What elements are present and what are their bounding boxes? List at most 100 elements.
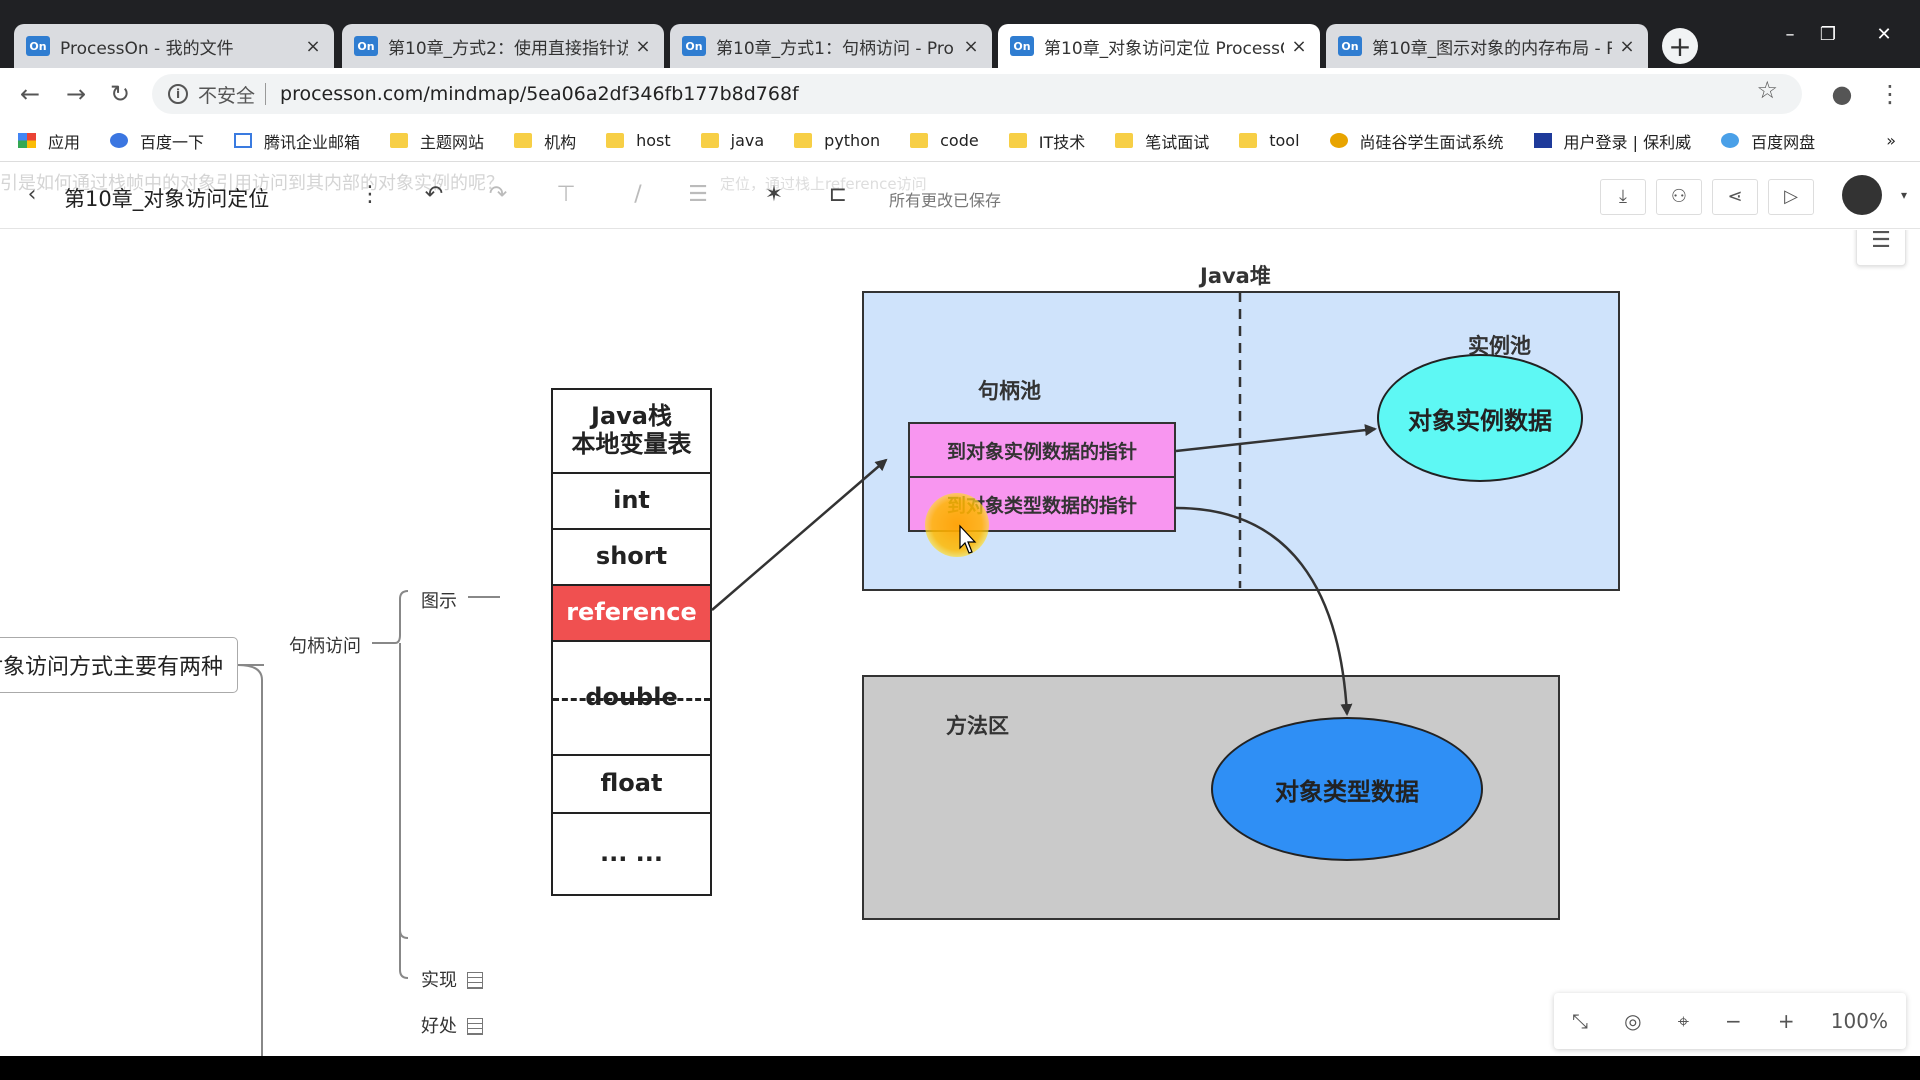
editor-canvas[interactable]: 对象访问方式主要有两种 句柄访问 图示 实现 好处 Java栈 本地变量表 in…: [0, 230, 1920, 1056]
note-icon[interactable]: [467, 972, 483, 989]
stack-slot-reference: reference: [553, 586, 710, 642]
bookmark-folder[interactable]: java: [700, 131, 765, 150]
url-text[interactable]: processon.com/mindmap/5ea06a2df346fb177b…: [280, 83, 799, 105]
mindmap-child-node[interactable]: 图示: [421, 591, 457, 612]
close-icon[interactable]: ×: [305, 35, 321, 57]
bookmark-item[interactable]: 尚硅谷学生面试系统: [1329, 129, 1504, 153]
instance-pointer-cell[interactable]: 到对象实例数据的指针: [908, 422, 1176, 478]
mindmap-child-node[interactable]: 好处: [421, 1012, 483, 1038]
restore-icon[interactable]: ❐: [1819, 24, 1837, 45]
browser-tab[interactable]: On 第10章_方式2：使用直接指针访 ×: [342, 24, 664, 68]
instance-data-ellipse[interactable]: 对象实例数据: [1377, 354, 1583, 482]
security-label: 不安全: [198, 84, 256, 107]
type-data-ellipse[interactable]: 对象类型数据: [1211, 717, 1483, 861]
magic-wand-icon[interactable]: ✶: [764, 182, 784, 207]
bookmark-folder[interactable]: code: [910, 131, 979, 150]
bookmark-item[interactable]: 用户登录 | 保利威: [1533, 129, 1691, 153]
note-icon[interactable]: [467, 1018, 483, 1035]
bookmark-folder[interactable]: 笔试面试: [1115, 129, 1209, 153]
back-arrow-icon[interactable]: ←: [19, 80, 41, 108]
bookmark-label: 笔试面试: [1145, 132, 1210, 152]
root-label: 对象访问方式主要有两种: [0, 655, 223, 680]
processon-favicon-icon: On: [26, 36, 50, 56]
bookmark-folder[interactable]: IT技术: [1008, 129, 1085, 153]
profile-icon[interactable]: ●: [1831, 80, 1853, 108]
mindmap-root-node[interactable]: 对象访问方式主要有两种: [0, 637, 238, 693]
more-vertical-icon[interactable]: ⋮: [359, 182, 381, 207]
redo-icon[interactable]: ↷: [488, 182, 508, 207]
browser-tab[interactable]: On 第10章_图示对象的内存布局 - P ×: [1326, 24, 1648, 68]
undo-icon[interactable]: ↶: [424, 182, 444, 207]
eye-icon[interactable]: ◎: [1624, 1009, 1642, 1033]
close-icon[interactable]: ×: [1291, 35, 1307, 57]
connector-line: [399, 929, 409, 939]
bookmark-label: tool: [1269, 131, 1300, 150]
browser-tab[interactable]: On ProcessOn - 我的文件 ×: [14, 24, 334, 68]
address-bar[interactable]: i 不安全 processon.com/mindmap/5ea06a2df346…: [152, 74, 1802, 114]
chevron-down-icon[interactable]: ▾: [1900, 188, 1908, 202]
zoom-level[interactable]: 100%: [1830, 1009, 1888, 1033]
share-icon[interactable]: ⋖: [1712, 179, 1758, 215]
reload-icon[interactable]: ↻: [109, 80, 131, 108]
bookmark-star-icon[interactable]: ☆: [1756, 76, 1778, 104]
bookmark-item[interactable]: 腾讯企业邮箱: [234, 129, 360, 153]
user-avatar[interactable]: [1842, 175, 1882, 215]
collaborate-icon[interactable]: ⚇: [1656, 179, 1702, 215]
layout-icon[interactable]: ☰: [688, 182, 708, 207]
folder-icon: [1008, 133, 1027, 148]
mindmap-branch-node[interactable]: 句柄访问: [289, 636, 361, 657]
processon-favicon-icon: On: [1338, 36, 1362, 56]
bookmark-folder[interactable]: 主题网站: [390, 129, 484, 153]
bookmark-label: 腾讯企业邮箱: [264, 132, 361, 152]
tab-title: 第10章_方式1：句柄访问 - Pro: [716, 38, 954, 59]
settings-panel-icon[interactable]: ☰: [1856, 230, 1906, 266]
folder-icon: [1115, 133, 1134, 148]
browser-tab-active[interactable]: On 第10章_对象访问定位 ProcessO ×: [998, 24, 1320, 68]
minimize-icon[interactable]: –: [1785, 24, 1795, 45]
close-icon[interactable]: ×: [635, 35, 651, 57]
bookmark-label: java: [730, 131, 765, 150]
browser-tab-strip: On ProcessOn - 我的文件 × On 第10章_方式2：使用直接指针…: [0, 0, 1920, 68]
menu-kebab-icon[interactable]: ⋮: [1878, 80, 1902, 108]
window-close-icon[interactable]: ✕: [1876, 24, 1892, 45]
close-icon[interactable]: ×: [1619, 35, 1635, 57]
close-icon[interactable]: ×: [963, 35, 979, 57]
bookmark-folder[interactable]: 机构: [514, 129, 576, 153]
folder-icon: [910, 133, 929, 148]
info-icon[interactable]: i: [168, 84, 188, 104]
fit-screen-icon[interactable]: ⤡: [1572, 1009, 1589, 1033]
bookmarks-overflow-button[interactable]: »: [1886, 131, 1896, 150]
connector-line: [372, 590, 409, 644]
bookmark-item[interactable]: 百度网盘: [1721, 129, 1815, 153]
new-tab-button[interactable]: +: [1662, 28, 1698, 64]
ghost-text: 定位，通过栈上reference访问: [720, 175, 927, 193]
download-icon[interactable]: ⤓: [1600, 179, 1646, 215]
bookmark-item[interactable]: 百度一下: [110, 129, 204, 153]
document-title[interactable]: 第10章_对象访问定位: [64, 187, 270, 211]
folder-icon: [606, 133, 625, 148]
bookmark-folder[interactable]: tool: [1239, 131, 1300, 150]
format-painter-icon[interactable]: ⊤: [556, 182, 576, 207]
play-icon[interactable]: ▷: [1768, 179, 1814, 215]
bookmark-folder[interactable]: host: [606, 131, 671, 150]
zoom-out-icon[interactable]: −: [1725, 1009, 1742, 1033]
baidu-paw-icon: [110, 133, 129, 148]
tab-title: 第10章_对象访问定位 ProcessO: [1044, 38, 1284, 59]
handle-pool-label: 句柄池: [978, 379, 1041, 403]
location-pin-icon[interactable]: ⌖: [1677, 1009, 1689, 1033]
stack-header: Java栈 本地变量表: [553, 390, 710, 474]
browser-tab[interactable]: On 第10章_方式1：句柄访问 - Pro ×: [670, 24, 992, 68]
java-stack-table[interactable]: Java栈 本地变量表 int short reference double f…: [551, 388, 712, 896]
bookmark-label: 尚硅谷学生面试系统: [1359, 132, 1504, 152]
bookmark-label: 百度一下: [140, 132, 205, 152]
structure-icon[interactable]: ⊏: [828, 182, 848, 207]
pen-icon[interactable]: /: [634, 182, 642, 207]
bookmark-apps[interactable]: 应用: [18, 129, 80, 153]
bookmark-label: 百度网盘: [1751, 132, 1816, 152]
zoom-in-icon[interactable]: +: [1777, 1009, 1795, 1033]
editor-toolbar: 引是如何通过栈帧中的对象引用访问到其内部的对象实例的呢？ 定位，通过栈上refe…: [0, 163, 1920, 229]
back-chevron-icon[interactable]: ‹: [27, 182, 37, 207]
bookmark-folder[interactable]: python: [794, 131, 880, 150]
forward-arrow-icon[interactable]: →: [65, 80, 87, 108]
mindmap-child-node[interactable]: 实现: [421, 966, 483, 992]
